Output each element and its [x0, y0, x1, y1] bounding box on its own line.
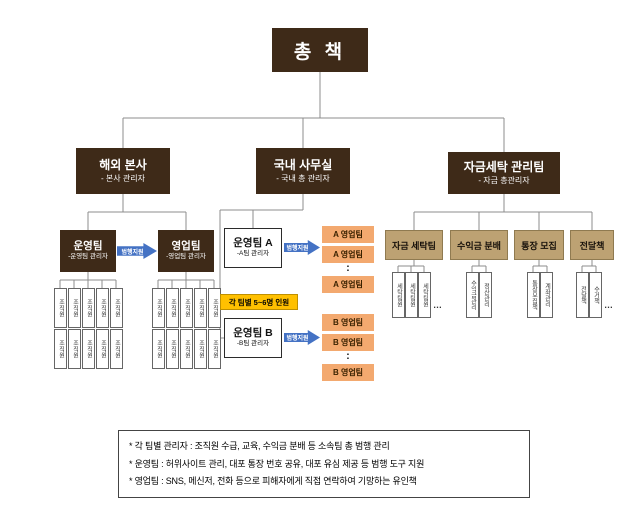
member-box: 세탁팀원 — [418, 272, 431, 318]
sales-members-row-1: 조직원 조직원 조직원 조직원 조직원 — [152, 288, 221, 328]
sales-b-ellipsis: : — [346, 350, 350, 362]
member-box: 조직원 — [180, 288, 193, 328]
sales-a-box-2: A 영업팀 — [322, 246, 374, 263]
account-recruit-team-box: 통장 모집 — [514, 230, 564, 260]
laundering-team-box: 자금 세탁팀 — [385, 230, 443, 260]
ops-members-row-1: 조직원 조직원 조직원 조직원 조직원 — [54, 288, 123, 328]
branch-laundering-title: 자금세탁 관리팀 — [463, 159, 545, 174]
member-box: 통장모집책 — [527, 272, 540, 318]
overseas-sales-team-subtitle: -영업팀 관리자 — [166, 253, 206, 261]
overseas-support-arrow: 범행지원 — [117, 243, 157, 259]
domestic-team-a-title: 운영팀 A — [233, 236, 273, 249]
courier-team-box: 전달책 — [570, 230, 614, 260]
member-box: 조직원 — [194, 288, 207, 328]
member-box: 조직원 — [152, 329, 165, 369]
overseas-ops-team-title: 운영팀 — [73, 239, 103, 252]
sales-a-box-3: A 영업팀 — [322, 276, 374, 293]
more-members-ellipsis: … — [604, 300, 613, 310]
domestic-team-a-box: 운영팀 A -A팀 관리자 — [224, 228, 282, 268]
sales-a-box-1: A 영업팀 — [322, 226, 374, 243]
overseas-sales-team-title: 영업팀 — [171, 239, 201, 252]
root-label: 총 책 — [293, 41, 347, 63]
overseas-sales-team-box: 영업팀 -영업팀 관리자 — [158, 230, 214, 272]
member-box: 조직원 — [54, 288, 67, 328]
member-box: 계좌관리 — [540, 272, 553, 318]
overseas-ops-team-box: 운영팀 -운영팀 관리자 — [60, 230, 116, 272]
domestic-team-b-box: 운영팀 B -B팀 관리자 — [224, 318, 282, 358]
member-box: 조직원 — [166, 288, 179, 328]
branch-domestic-title: 국내 사무실 — [273, 157, 333, 172]
branch-overseas: 해외 본사 - 본사 관리자 — [76, 148, 170, 194]
member-box: 조직원 — [110, 329, 123, 369]
member-box: 수거책 — [589, 272, 602, 318]
domestic-team-a-subtitle: -A팀 관리자 — [236, 250, 270, 258]
member-box: 조직원 — [82, 288, 95, 328]
root-box: 총 책 — [272, 28, 368, 72]
member-box: 조직원 — [68, 329, 81, 369]
member-box: 조직원 — [180, 329, 193, 369]
branch-laundering-subtitle: - 자금 총관리자 — [478, 175, 530, 185]
domestic-team-b-title: 운영팀 B — [233, 326, 273, 339]
overseas-support-arrow-label: 범행지원 — [121, 249, 144, 256]
branch-overseas-subtitle: - 본사 관리자 — [101, 173, 145, 183]
team-a-support-arrow: 범행지원 — [284, 240, 320, 255]
domestic-team-b-subtitle: -B팀 관리자 — [236, 340, 270, 348]
footnote-line: * 영업팀 : SNS, 메신저, 전화 등으로 피해자에게 직접 연락하여 기… — [129, 476, 417, 487]
member-box: 세탁팀원 — [392, 272, 405, 318]
member-box: 전달책 — [576, 272, 589, 318]
sales-a-ellipsis: : — [346, 262, 350, 274]
member-box: 세탁팀원 — [405, 272, 418, 318]
more-members-ellipsis: … — [433, 300, 442, 310]
member-box: 조직원 — [54, 329, 67, 369]
member-box: 조직원 — [110, 288, 123, 328]
sales-b-box-2: B 영업팀 — [322, 334, 374, 351]
sales-b-box-1: B 영업팀 — [322, 314, 374, 331]
branch-domestic-subtitle: - 국내 총 관리자 — [276, 173, 330, 183]
team-b-support-arrow: 범행지원 — [284, 330, 320, 345]
team-a-support-arrow-label: 범행지원 — [286, 246, 309, 252]
member-box: 수익금관리 — [466, 272, 479, 318]
member-box: 조직원 — [166, 329, 179, 369]
ops-members-row-2: 조직원 조직원 조직원 조직원 조직원 — [54, 329, 123, 369]
sales-b-box-3: B 영업팀 — [322, 364, 374, 381]
member-box: 조직원 — [152, 288, 165, 328]
member-box: 조직원 — [96, 288, 109, 328]
member-box: 조직원 — [194, 329, 207, 369]
branch-laundering: 자금세탁 관리팀 - 자금 총관리자 — [448, 152, 560, 194]
sales-members-row-2: 조직원 조직원 조직원 조직원 조직원 — [152, 329, 221, 369]
footnote-line: * 각 팀별 관리자 : 조직원 수급, 교육, 수익금 분배 등 소속팀 총 … — [129, 441, 390, 451]
member-box: 조직원 — [208, 329, 221, 369]
member-box: 조직원 — [96, 329, 109, 369]
member-box: 조직원 — [68, 288, 81, 328]
profit-share-team-box: 수익금 분배 — [450, 230, 508, 260]
team-size-note: 각 팀별 5~6명 인원 — [220, 294, 298, 310]
branch-overseas-title: 해외 본사 — [99, 157, 147, 172]
member-box: 정산관리 — [479, 272, 492, 318]
branch-domestic: 국내 사무실 - 국내 총 관리자 — [256, 148, 350, 194]
member-box: 조직원 — [82, 329, 95, 369]
team-b-support-arrow-label: 범행지원 — [286, 336, 309, 342]
footnote-line: * 운영팀 : 허위사이트 관리, 대포 통장 번호 공유, 대포 유심 제공 … — [129, 458, 425, 469]
footnote-box: * 각 팀별 관리자 : 조직원 수급, 교육, 수익금 분배 등 소속팀 총 … — [118, 430, 530, 498]
overseas-ops-team-subtitle: -운영팀 관리자 — [68, 253, 108, 261]
